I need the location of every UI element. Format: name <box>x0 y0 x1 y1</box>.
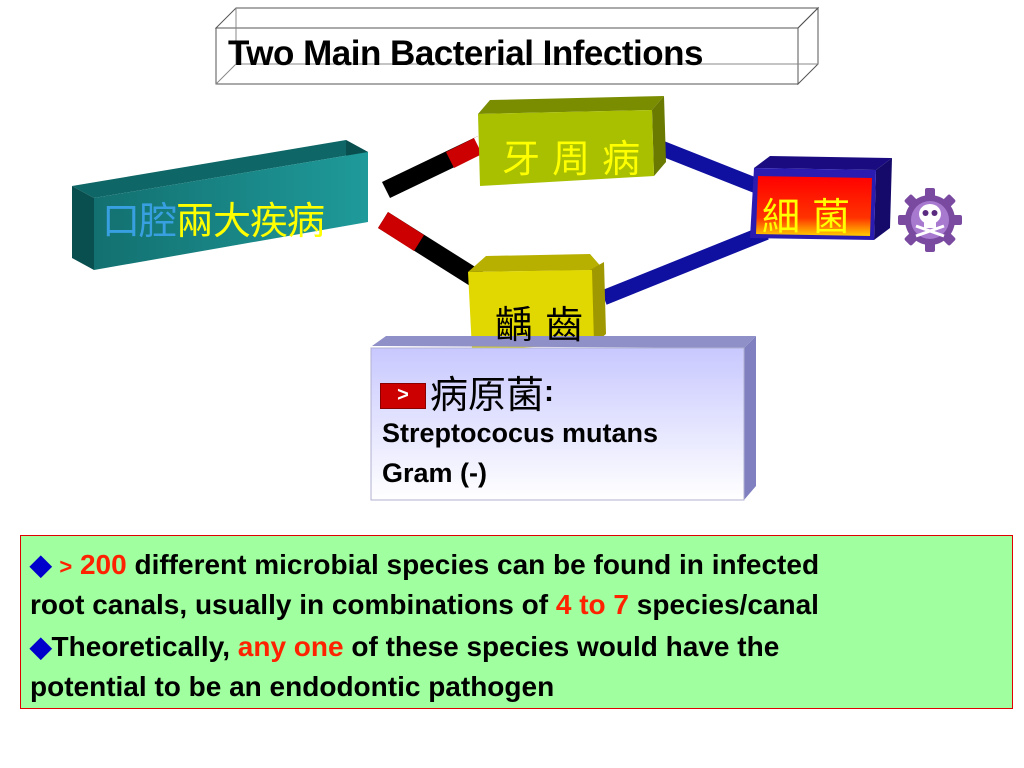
page-title: Two Main Bacterial Infections <box>228 34 703 73</box>
bacteria-label: 細 菌 <box>762 195 851 239</box>
caries-label: 齲 齒 <box>495 303 584 347</box>
info-line-1-text: different microbial species can be found… <box>126 549 820 580</box>
pathogen-heading: > 病原菌 : <box>380 364 554 419</box>
periodontal-box <box>478 96 666 186</box>
info-line-2: root canals, usually in combinations of … <box>30 589 819 621</box>
arrow-tag-icon: > <box>380 382 426 409</box>
info-line-3-start: Theoretically, <box>51 631 238 662</box>
main-topic-label: 口腔兩大疾病 <box>102 190 325 245</box>
bacteria-box <box>750 156 892 240</box>
connector-to-caries <box>378 212 496 296</box>
species-count: 200 <box>79 549 127 580</box>
gt-sign: > <box>59 554 73 579</box>
skull-gear-icon <box>898 188 962 252</box>
pathogen-heading-text: 病原菌 <box>430 373 545 417</box>
diamond-bullet-icon: ◆ <box>30 549 52 580</box>
combination-range: 4 to 7 <box>555 589 630 620</box>
main-label-oral: 口腔 <box>102 199 177 243</box>
caries-box <box>468 254 606 350</box>
info-line-3: ◆Theoretically, any one of these species… <box>30 630 779 663</box>
connector-periodontal-bacteria <box>656 138 762 196</box>
pathogen-species: Streptococus mutans <box>382 418 659 448</box>
info-panel <box>20 535 1013 709</box>
connector-caries-bacteria <box>598 222 772 308</box>
title-box <box>214 6 820 86</box>
info-line-2-end: species/canal <box>629 589 819 620</box>
pathogen-box <box>370 336 756 501</box>
info-line-1: ◆ > 200 different microbial species can … <box>30 548 819 581</box>
info-line-4: potential to be an endodontic pathogen <box>30 671 555 702</box>
info-line-3-end: of these species would have the <box>343 631 780 662</box>
pathogen-colon: : <box>544 374 555 408</box>
main-label-diseases: 兩大疾病 <box>176 199 325 243</box>
info-line-2-start: root canals, usually in combinations of <box>30 589 556 620</box>
connector-to-periodontal <box>382 135 488 198</box>
any-one-highlight: any one <box>237 631 344 662</box>
pathogen-gram: Gram (-) <box>382 458 488 488</box>
periodontal-label: 牙 周 病 <box>502 137 641 181</box>
diamond-bullet-icon: ◆ <box>30 631 52 662</box>
main-topic-box <box>72 140 368 270</box>
